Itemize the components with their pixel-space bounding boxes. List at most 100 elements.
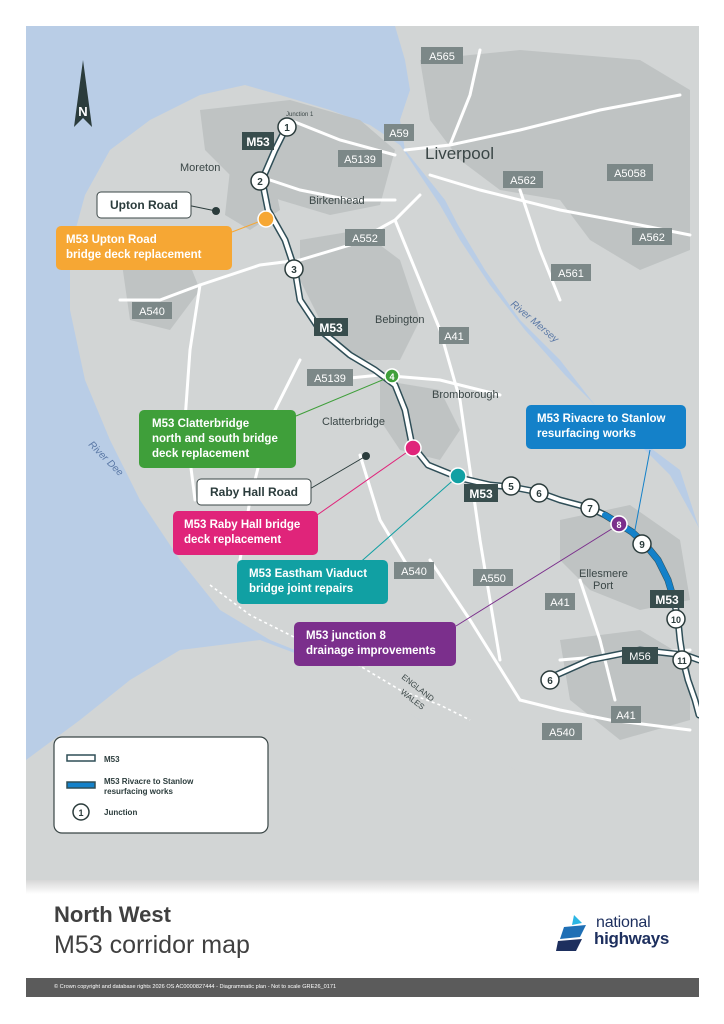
svg-text:A540: A540 [401,566,427,578]
svg-text:6: 6 [547,676,553,687]
svg-text:M53 Raby Hall bridge: M53 Raby Hall bridge [184,519,300,531]
road-shield-a562-b: A562 [632,228,672,245]
svg-text:Junction: Junction [104,808,137,817]
svg-text:A5058: A5058 [614,168,646,180]
road-shield-a5139-mid: A5139 [307,369,353,386]
svg-text:M53: M53 [469,487,493,501]
svg-text:M53: M53 [655,593,679,607]
place-bebington: Bebington [375,314,425,326]
svg-text:A562: A562 [639,232,665,244]
svg-text:A5139: A5139 [314,373,346,385]
svg-text:M53 Upton Road: M53 Upton Road [66,234,157,246]
svg-text:resurfacing works: resurfacing works [104,787,173,796]
svg-text:9: 9 [639,540,645,551]
junction-1: 1 [277,117,297,137]
road-shield-a540-mid: A540 [394,562,434,579]
svg-text:M53: M53 [104,755,120,764]
m53-shield-top: M53 [242,132,274,150]
junction-markers: 1 2 3 4 5 6 7 8 9 10 11 6 [250,117,692,690]
svg-text:10: 10 [671,615,681,625]
svg-text:4: 4 [389,372,394,382]
svg-text:11: 11 [677,656,687,666]
callout-raby-hall-road: Raby Hall Road [196,478,312,506]
svg-text:A565: A565 [429,51,455,63]
junction-7: 7 [580,498,600,518]
junction-3: 3 [284,259,304,279]
svg-text:A540: A540 [139,306,165,318]
north-label: N [78,104,87,119]
works-junction8: M53 junction 8 drainage improvements [294,622,456,666]
m53-shields: M53 M53 M53 M53 [242,132,684,608]
road-shield-a562-a: A562 [503,171,543,188]
junction-10: 10 [666,609,686,629]
road-shields: A565 A59 A5139 A562 A5058 A562 A552 A561… [132,47,672,740]
national-border [209,584,471,721]
marker-raby [404,439,422,457]
svg-text:1: 1 [78,808,83,818]
map-title: M53 corridor map [54,931,250,959]
works-callouts: M53 Upton Road bridge deck replacement M… [56,226,686,666]
works-raby: M53 Raby Hall bridge deck replacement [173,511,318,555]
logo-text-highways: highways [594,929,670,948]
road-shield-a540-south: A540 [542,723,582,740]
svg-text:A562: A562 [510,175,536,187]
road-shield-a540-west: A540 [132,302,172,319]
marker-upton-road [212,207,220,215]
north-arrow: N [74,60,92,127]
svg-text:A59: A59 [389,128,409,140]
national-highways-logo: national highways [556,913,686,953]
svg-text:A41: A41 [616,710,636,722]
road-shield-m56: M56 [622,647,658,664]
junction-8: 8 [610,515,628,533]
road-shield-a5139-top: A5139 [338,150,382,167]
road-shield-a41-south: A41 [611,706,641,723]
north-arrow-icon [74,60,92,127]
marker-eastham [449,467,467,485]
highways-logo-icon [556,915,586,951]
place-moreton: Moreton [180,162,220,174]
svg-text:M53: M53 [246,135,270,149]
works-eastham: M53 Eastham Viaduct bridge joint repairs [237,560,388,604]
works-upton: M53 Upton Road bridge deck replacement [56,226,232,270]
marker-raby-hall-road [362,452,370,460]
road-shield-a565: A565 [421,47,463,64]
svg-text:M53 Rivacre to Stanlow: M53 Rivacre to Stanlow [537,413,666,425]
svg-text:resurfacing works: resurfacing works [537,428,636,440]
svg-text:A561: A561 [558,268,584,280]
marker-upton [257,210,275,228]
svg-text:2: 2 [257,177,263,188]
legend-junction: 1 Junction [72,803,137,821]
road-shield-a41-north: A41 [439,327,469,344]
logo-text-national: national [596,914,651,931]
svg-text:bridge deck replacement: bridge deck replacement [66,249,202,261]
map-legend: M53 M53 Rivacre to Stanlow resurfacing w… [53,736,269,834]
road-shield-a5058: A5058 [607,164,653,181]
junction-6: 6 [529,483,549,503]
works-clatterbridge: M53 Clatterbridge north and south bridge… [139,410,296,468]
m53-shield-lower: M53 [464,484,498,502]
junction-m56-6: 6 [540,670,560,690]
svg-text:M56: M56 [629,651,650,663]
road-shield-a552: A552 [345,229,385,246]
svg-text:drainage improvements: drainage improvements [306,645,436,657]
footer-divider [26,880,699,894]
road-shield-a41-mid: A41 [545,593,575,610]
works-rivacre: M53 Rivacre to Stanlow resurfacing works [526,405,686,449]
junction-4: 4 [384,368,400,384]
road-shield-a550: A550 [473,569,513,586]
svg-text:Upton Road: Upton Road [110,198,178,212]
m53-shield-mid: M53 [314,318,348,336]
copyright-bar: © Crown copyright and database rights 20… [26,978,699,997]
place-bromborough: Bromborough [432,389,499,401]
svg-text:A540: A540 [549,727,575,739]
junction-9: 9 [632,534,652,554]
svg-text:M53: M53 [319,321,343,335]
svg-text:A41: A41 [550,597,570,609]
place-birkenhead: Birkenhead [309,195,365,207]
road-shield-a59: A59 [384,124,414,141]
svg-text:7: 7 [587,504,593,515]
region-title: North West [54,902,171,927]
svg-text:M53 Eastham Viaduct: M53 Eastham Viaduct [249,568,367,580]
svg-text:A5139: A5139 [344,154,376,166]
m53-shield-east: M53 [650,590,684,608]
